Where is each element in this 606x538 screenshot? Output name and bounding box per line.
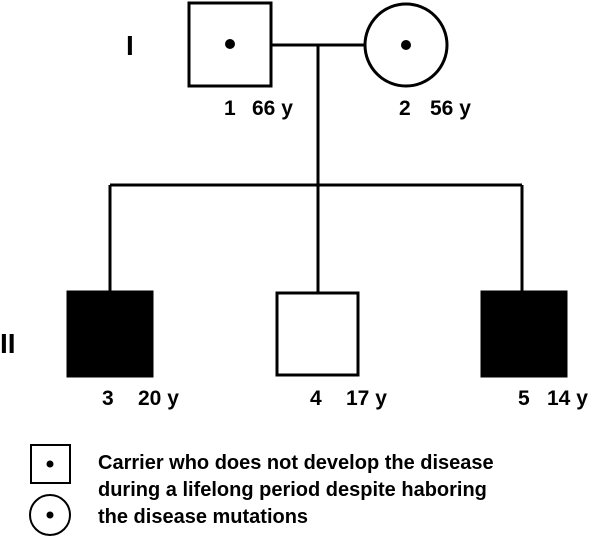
individual-1-id: 1 xyxy=(224,97,236,120)
unaffected-male-symbol xyxy=(275,291,360,377)
affected-male-symbol xyxy=(480,290,568,378)
carrier-dot-icon xyxy=(225,39,235,49)
legend: Carrier who does not develop the disease… xyxy=(29,444,494,536)
carrier-dot-icon xyxy=(46,460,54,468)
affected-male-symbol xyxy=(66,290,154,378)
individual-1-age: 66 y xyxy=(252,97,293,120)
individual-1: 1 66 y xyxy=(187,1,293,120)
individual-5-age: 14 y xyxy=(547,387,588,410)
generation-label-1: I xyxy=(126,30,134,61)
individual-2-age: 56 y xyxy=(430,97,471,120)
individual-3-age: 20 y xyxy=(138,387,179,410)
individual-2-id: 2 xyxy=(399,97,411,120)
individual-5: 5 14 y xyxy=(480,290,588,410)
individual-4-age: 17 y xyxy=(346,387,387,410)
individual-4: 4 17 y xyxy=(275,291,387,410)
individual-3: 3 20 y xyxy=(66,290,179,410)
individual-5-id: 5 xyxy=(518,387,530,410)
carrier-dot-icon xyxy=(401,40,411,50)
individual-2: 2 56 y xyxy=(363,2,471,120)
legend-line-2: during a lifelong period despite haborin… xyxy=(98,479,487,501)
legend-line-1: Carrier who does not develop the disease xyxy=(98,452,494,474)
carrier-dot-icon xyxy=(46,511,54,519)
individual-4-id: 4 xyxy=(310,387,322,410)
legend-line-3: the disease mutations xyxy=(98,506,308,528)
individual-3-id: 3 xyxy=(102,387,114,410)
pedigree-lines xyxy=(108,43,524,292)
generation-label-2: II xyxy=(0,328,16,359)
male-symbol xyxy=(187,1,273,88)
